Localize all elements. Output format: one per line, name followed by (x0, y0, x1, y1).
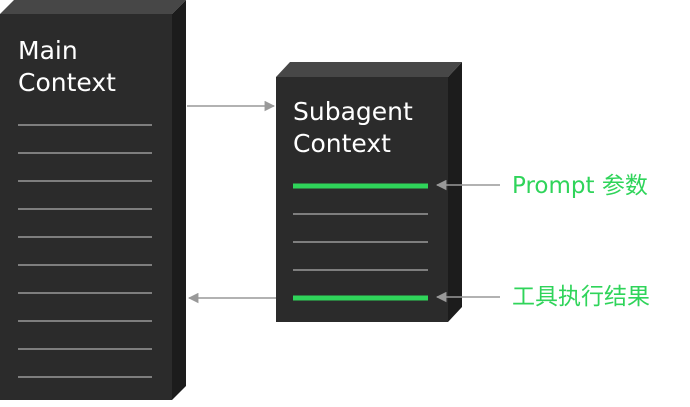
subagent-context-front-face (276, 77, 448, 322)
main-context-top-face (0, 0, 186, 14)
main-context-title: Main Context (18, 35, 116, 99)
tool-result-label: 工具执行结果 (512, 284, 650, 310)
main-context-title-line2: Context (18, 68, 116, 97)
main-context-lines (18, 124, 152, 378)
prompt-params-label: Prompt 参数 (512, 173, 648, 199)
subagent-context-block (276, 62, 462, 322)
subagent-context-title-line1: Subagent (293, 97, 413, 126)
main-context-title-line1: Main (18, 36, 78, 65)
subagent-context-lines (293, 183, 428, 301)
subagent-context-title: Subagent Context (293, 96, 413, 160)
subagent-context-side-face (448, 62, 462, 322)
subagent-context-title-line2: Context (293, 129, 391, 158)
main-context-front-face (0, 14, 172, 400)
subagent-context-top-face (276, 62, 462, 77)
main-context-block (0, 0, 186, 400)
main-context-side-face (172, 0, 186, 400)
